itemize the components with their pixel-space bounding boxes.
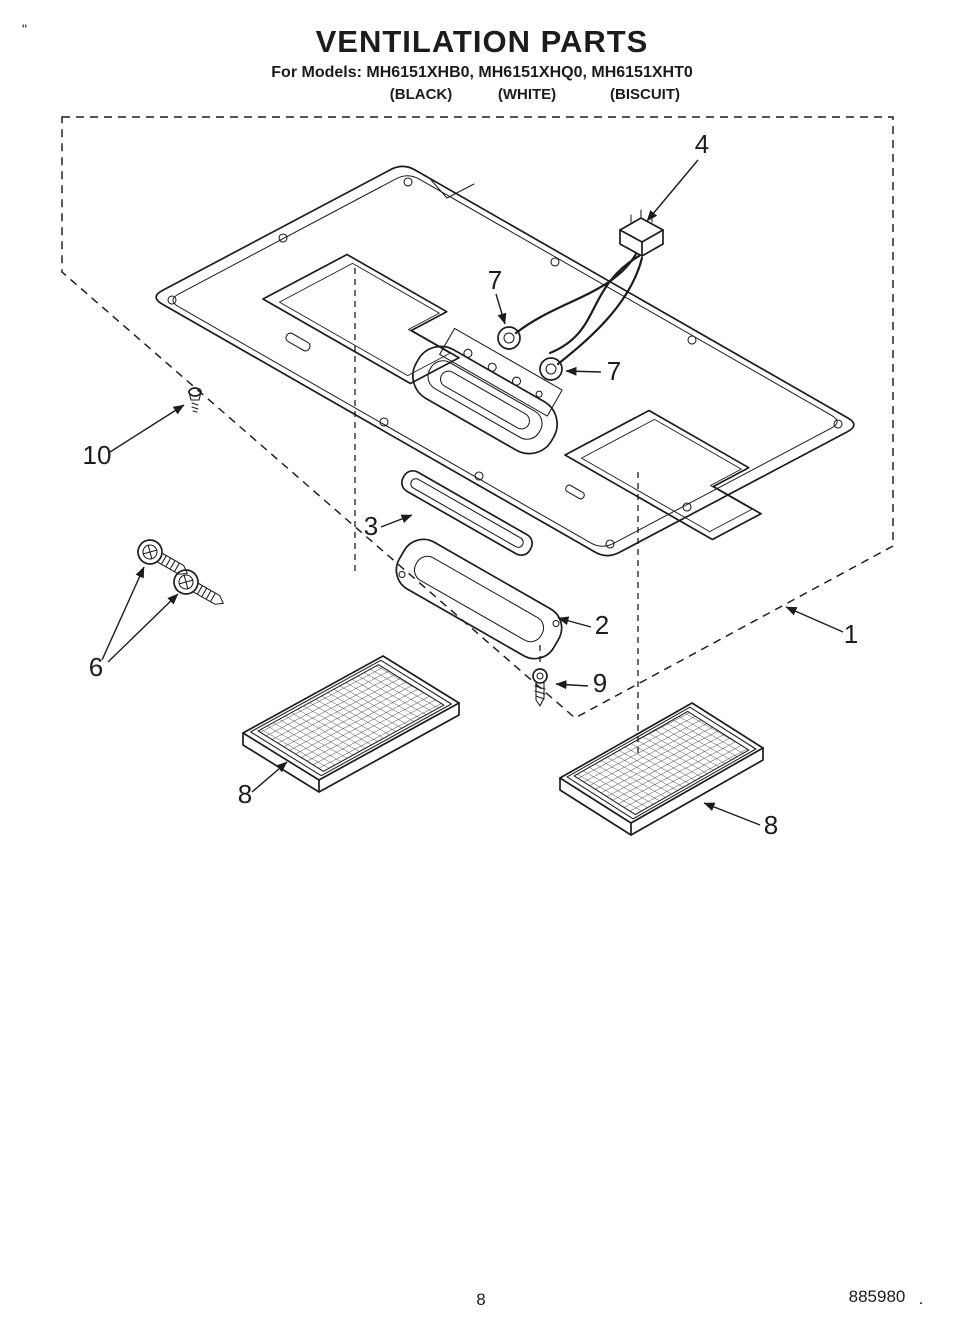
callout-4: 4 xyxy=(695,129,709,159)
page-number: 8 xyxy=(476,1290,485,1309)
leader-7b xyxy=(565,366,602,376)
grille-screws xyxy=(137,539,224,605)
doc-number-suffix: . xyxy=(919,1289,924,1308)
mounting-bracket xyxy=(439,327,563,417)
duct-slot xyxy=(285,332,311,352)
callout-8b: 8 xyxy=(764,810,778,840)
panel-inner-rim xyxy=(172,175,838,547)
bracket-hole xyxy=(463,348,473,358)
leader-4 xyxy=(646,159,699,222)
grease-filter-left xyxy=(242,655,460,793)
panel-screw-holes xyxy=(167,177,843,549)
callout-9: 9 xyxy=(593,668,607,698)
blower-slot xyxy=(412,327,563,455)
leader-9 xyxy=(555,680,589,690)
panel-outer-edge xyxy=(155,165,855,557)
models-line: For Models: MH6151XHB0, MH6151XHQ0, MH61… xyxy=(271,64,693,81)
ventilation-panel xyxy=(155,165,855,557)
wire-terminal-left xyxy=(497,326,521,350)
exhaust-grille xyxy=(395,538,563,660)
bracket-hole xyxy=(535,390,543,398)
leader-7a xyxy=(495,293,507,325)
duct-opening-right xyxy=(564,409,762,541)
blower-slot-mid xyxy=(427,360,543,440)
blower-slot-outer xyxy=(412,345,558,455)
harness-wire xyxy=(556,256,644,366)
callout-7b: 7 xyxy=(607,356,621,386)
callout-leaders xyxy=(101,159,844,826)
grille-screw-a xyxy=(137,539,188,575)
projection-lines xyxy=(354,268,639,758)
leader-10 xyxy=(109,404,185,453)
harness-wire xyxy=(514,252,638,335)
grease-filter-right xyxy=(559,702,764,836)
print-artifact-mark: " xyxy=(22,21,27,37)
leader-1 xyxy=(785,606,844,633)
wire-terminal-right xyxy=(539,357,563,381)
callout-8a: 8 xyxy=(238,779,252,809)
color-label-white: (WHITE) xyxy=(498,86,556,103)
blower-slot-inner xyxy=(440,370,530,430)
grille-tab-hole xyxy=(552,619,560,628)
damper-strip xyxy=(400,469,534,557)
callout-3: 3 xyxy=(364,511,378,541)
callout-7a: 7 xyxy=(488,265,502,295)
ground-fastener xyxy=(188,387,202,413)
leader-6b xyxy=(107,593,179,663)
callout-2: 2 xyxy=(595,610,609,640)
page-title: VENTILATION PARTS xyxy=(316,24,649,59)
leader-8a xyxy=(251,761,288,793)
harness-connector xyxy=(619,209,664,257)
mounting-screw xyxy=(532,668,548,707)
panel-edge-step xyxy=(430,179,475,199)
bracket-hole xyxy=(511,376,522,386)
leader-2 xyxy=(557,616,592,628)
color-label-biscuit: (BISCUIT) xyxy=(610,86,680,103)
harness-wire xyxy=(548,254,641,355)
exploded-boundary xyxy=(61,116,894,719)
callout-10: 10 xyxy=(83,440,112,470)
bracket-hole xyxy=(487,362,497,372)
grille-screw-b xyxy=(173,569,224,605)
grille-tab-hole xyxy=(398,570,406,579)
leader-6a xyxy=(101,566,145,661)
rim-slot xyxy=(565,484,585,500)
leader-3 xyxy=(380,514,413,528)
callout-6: 6 xyxy=(89,652,103,682)
doc-number: 885980 xyxy=(849,1287,906,1306)
leader-8b xyxy=(703,802,761,826)
wire-harness xyxy=(497,209,664,381)
header: VENTILATION PARTS For Models: MH6151XHB0… xyxy=(271,24,693,103)
duct-opening-left xyxy=(262,253,460,385)
color-label-black: (BLACK) xyxy=(390,86,452,103)
callout-1: 1 xyxy=(844,619,858,649)
footer: 8 885980 . xyxy=(476,1287,923,1309)
callout-labels: 4 7 7 10 3 2 1 6 9 8 8 xyxy=(83,129,859,840)
